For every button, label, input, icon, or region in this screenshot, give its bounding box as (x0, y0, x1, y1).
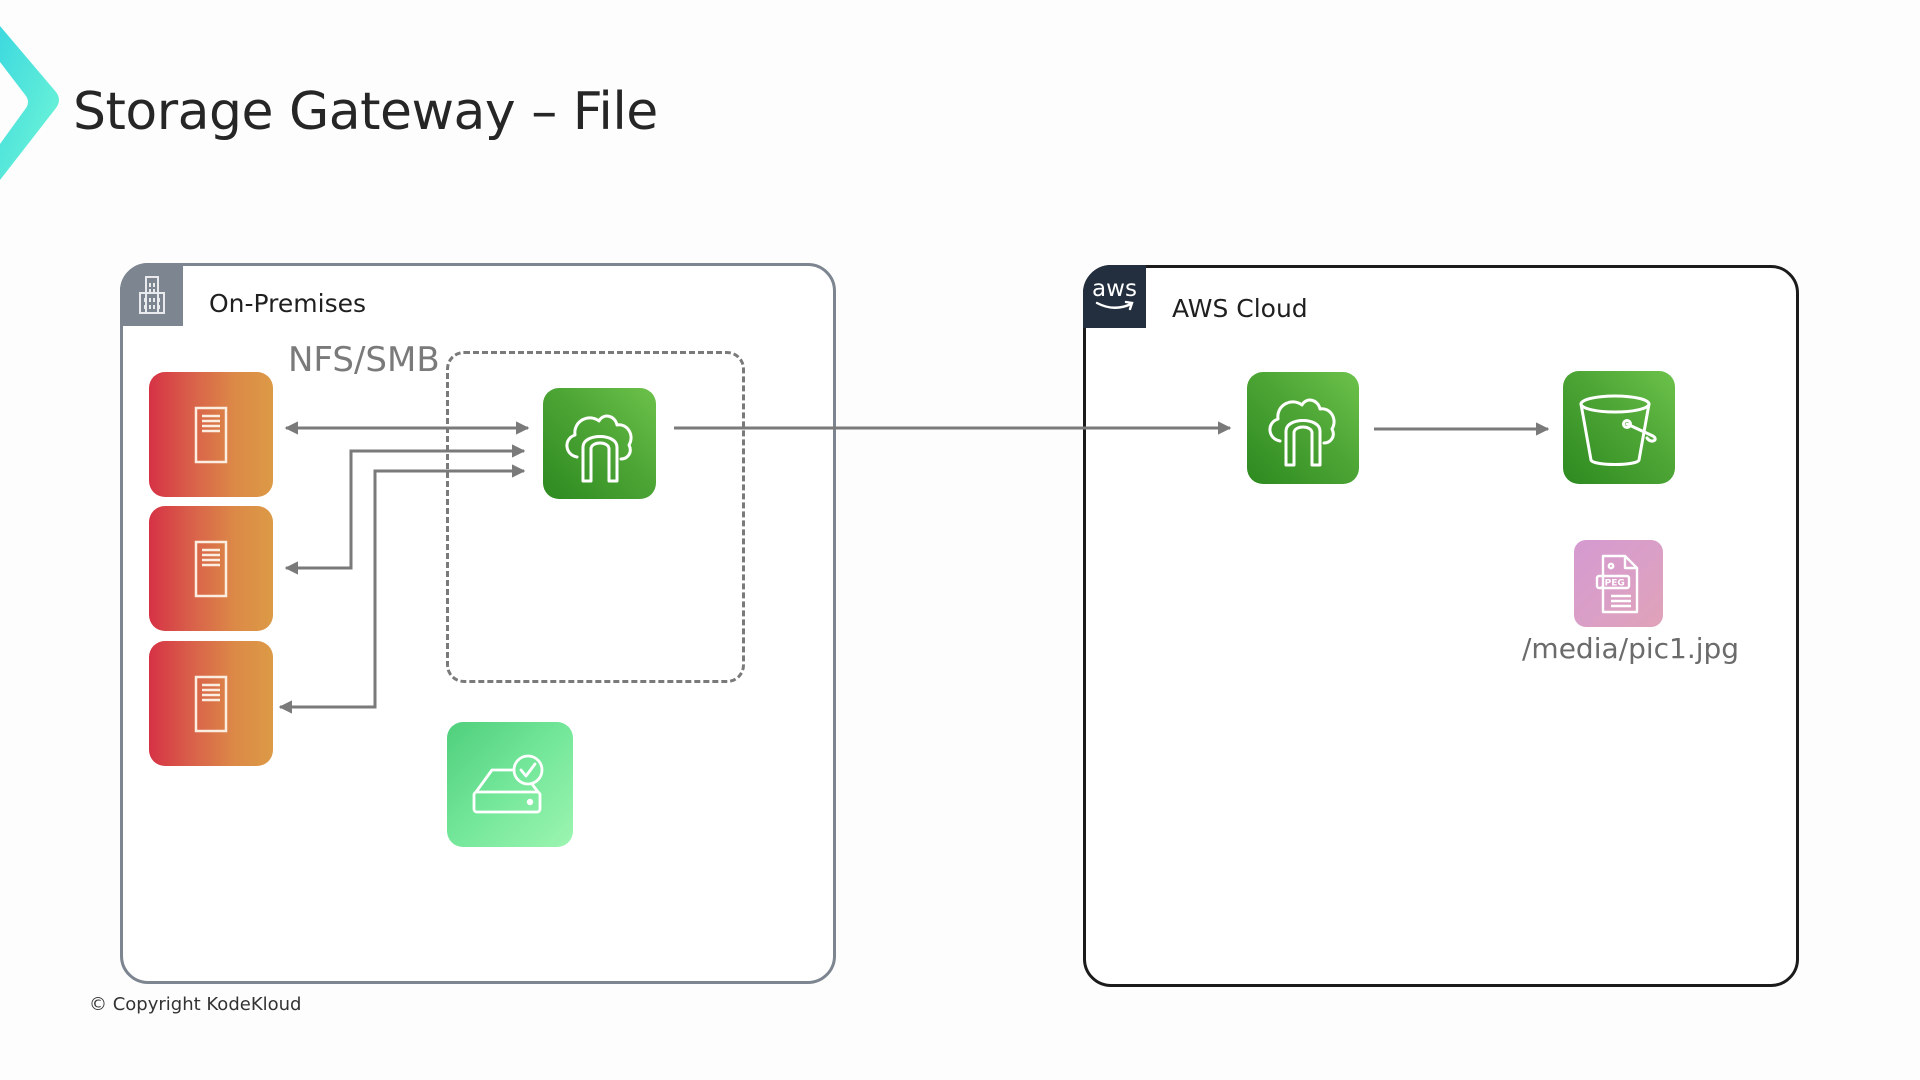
svg-text:JPEG: JPEG (1600, 578, 1624, 588)
server-icon (194, 675, 228, 732)
storage-gateway-icon (565, 414, 633, 482)
file-gateway-onprem[interactable] (543, 388, 656, 499)
connector-server3-gateway (278, 464, 526, 714)
server-icon (194, 406, 228, 463)
s3-bucket[interactable] (1563, 371, 1675, 484)
aws-cloud-label: AWS Cloud (1172, 294, 1308, 323)
aws-logo-icon: aws (1083, 265, 1146, 328)
jpeg-file-icon: JPEG (1595, 554, 1638, 613)
storage-gateway-service[interactable] (1247, 372, 1359, 484)
aws-badge-text: aws (1092, 275, 1137, 302)
protocol-label: NFS/SMB (288, 340, 440, 380)
disk-check-icon (472, 754, 544, 813)
jpeg-object[interactable]: JPEG (1574, 540, 1663, 627)
object-path-label: /media/pic1.jpg (1522, 632, 1740, 665)
application-server-3[interactable] (149, 641, 273, 766)
aws-cloud-group: aws AWS Cloud (1083, 265, 1799, 987)
kodekloud-logo-icon (0, 26, 59, 180)
s3-bucket-icon (1579, 394, 1657, 466)
server-icon (194, 540, 228, 597)
on-premises-label: On-Premises (209, 289, 367, 318)
application-server-1[interactable] (149, 372, 273, 497)
application-server-2[interactable] (149, 506, 273, 631)
copyright-text: © Copyright KodeKloud (89, 994, 302, 1015)
storage-gateway-icon (1268, 398, 1336, 467)
office-building-icon (120, 263, 183, 326)
slide-title: Storage Gateway – File (73, 82, 658, 142)
local-cache-disk[interactable] (447, 722, 573, 847)
